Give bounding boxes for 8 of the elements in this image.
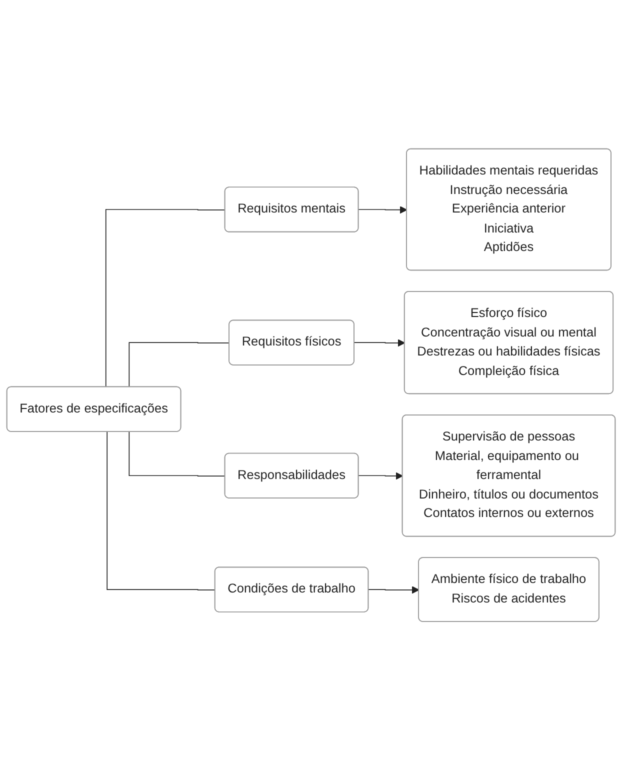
- arrow: [358, 206, 408, 214]
- arrow: [358, 472, 404, 480]
- connector: [106, 431, 216, 590]
- connector: [128, 431, 226, 476]
- connector: [105, 208, 226, 388]
- connector: [128, 342, 230, 388]
- arrow: [368, 586, 420, 594]
- arrow: [354, 339, 406, 346]
